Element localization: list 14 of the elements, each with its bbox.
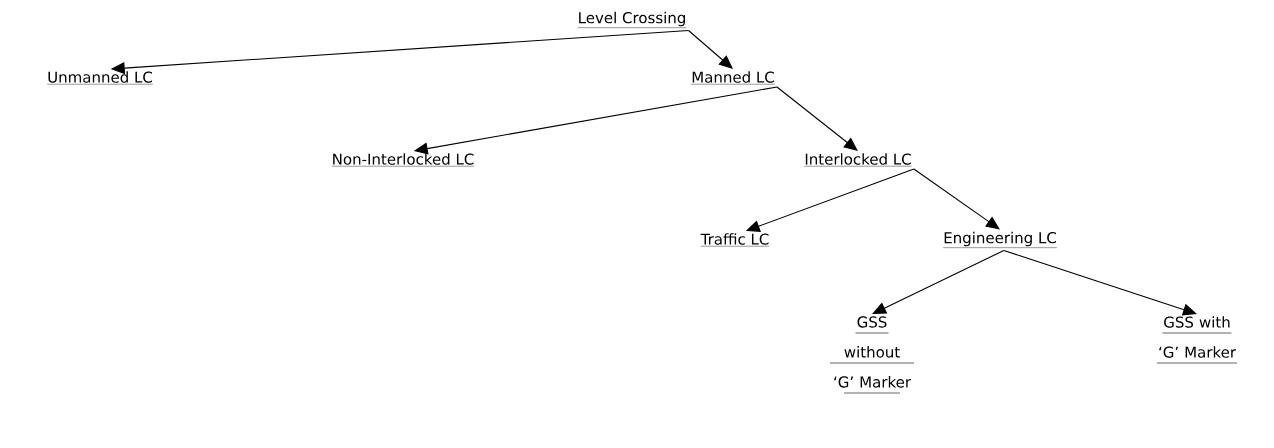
arrow — [872, 249, 1005, 315]
category-label: Interlocked LC — [804, 153, 912, 167]
category-label: Traffic LC — [700, 233, 770, 247]
arrow — [688, 29, 733, 69]
category-label: GSS with ‘G’ Marker — [1156, 316, 1238, 364]
arrow — [913, 168, 1000, 230]
category-label: Manned LC — [691, 71, 775, 85]
category-label: GSS without ‘G’ Marker — [829, 316, 915, 394]
arrow — [776, 86, 858, 151]
category-label: Unmanned LC — [47, 71, 154, 85]
arrow — [1003, 249, 1197, 316]
category-label: Engineering LC — [943, 231, 1057, 248]
category-label: Non-Interlocked LC — [331, 153, 475, 167]
category-label: Level Crossing — [577, 11, 687, 28]
